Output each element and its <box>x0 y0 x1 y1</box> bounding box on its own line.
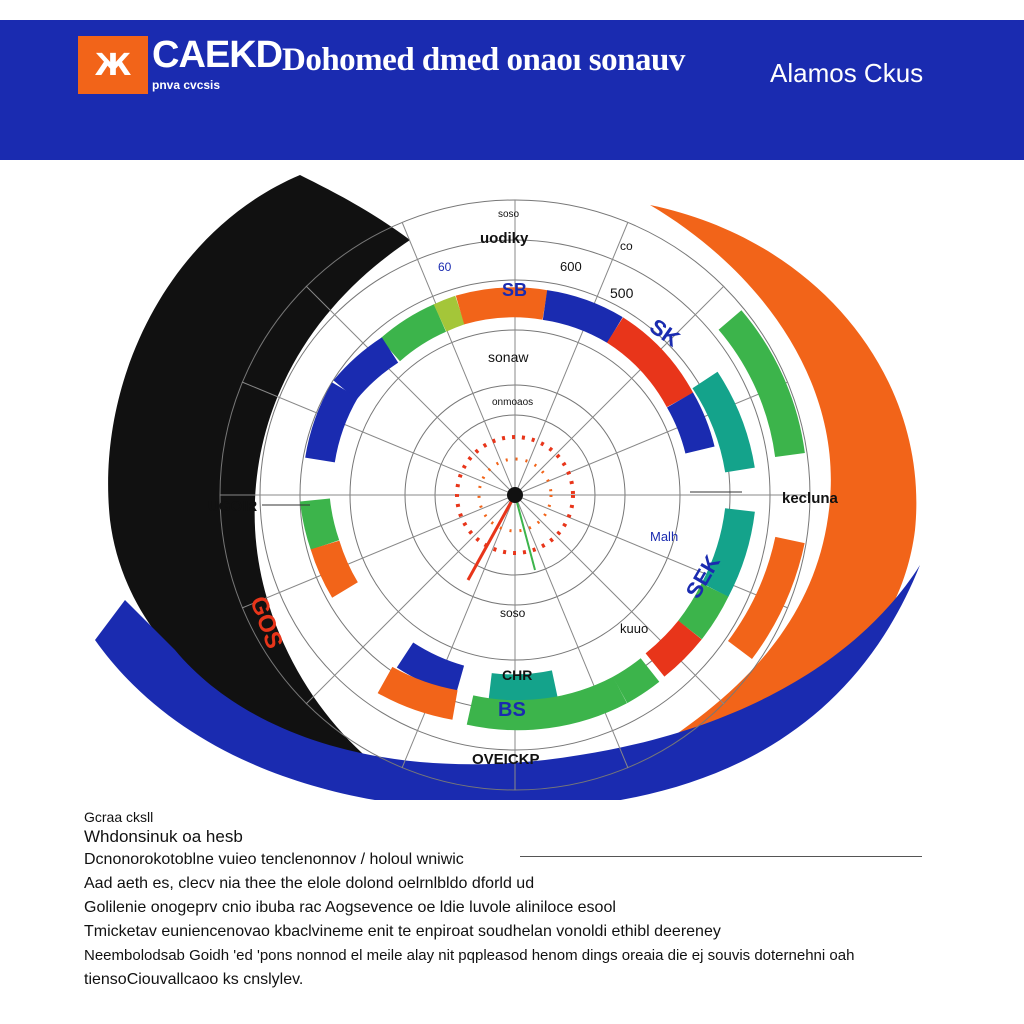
notes-line: Neembolodsab Goidh 'ed 'pons nonnod el m… <box>84 947 855 964</box>
band-segment <box>677 583 729 640</box>
band-segment <box>542 290 623 344</box>
band-segment <box>396 642 465 695</box>
notes-section: Gcraa cksll Whdonsinuk oa hesb Dcnonorok… <box>84 808 944 992</box>
notes-line: tiensoCiouvallcaoo ks cnslylev. <box>84 971 304 988</box>
label-left: UGOIR <box>208 498 257 515</box>
band-segment <box>645 620 702 677</box>
color-band <box>300 287 805 731</box>
label-center: sonaw <box>488 349 529 365</box>
band-segment <box>300 498 340 550</box>
band-segment <box>466 676 627 731</box>
dotted-circle <box>455 435 575 555</box>
callouts <box>262 491 742 506</box>
label-band-bottom: BS <box>498 699 526 721</box>
brand-name: CAEKD <box>152 34 283 76</box>
radial-diagram: soso uodiky co 600 60 500 sonaw onmoaos … <box>95 175 920 800</box>
label-band-top: SB <box>502 280 527 300</box>
band-segment <box>692 371 755 473</box>
band-segment <box>701 507 755 598</box>
blue-sweep <box>95 565 920 800</box>
notes-divider <box>520 856 922 857</box>
page-title: Dohomed dmed onaoı sonauv <box>282 42 685 78</box>
needle-green <box>514 494 536 571</box>
notes-line: Aad aeth es, clecv nia thee the elole do… <box>84 875 535 892</box>
band-segment <box>718 310 805 458</box>
center-hub <box>455 435 575 581</box>
label-right-mid: Malh <box>650 529 678 544</box>
band-segment <box>666 392 715 454</box>
band-segment <box>333 337 399 400</box>
notes-heading: Gcraa cksll <box>84 809 154 825</box>
orange-sweep <box>620 205 917 770</box>
band-segment <box>455 287 548 325</box>
label-right: kecluna <box>782 490 839 507</box>
brand-logo: Ж <box>78 36 148 94</box>
brand-tagline: pnva cvcsis <box>152 78 221 92</box>
label-tag-500: 500 <box>610 285 634 301</box>
label-top: uodiky <box>480 230 529 247</box>
band-segment <box>727 536 805 660</box>
label-inner-top: onmoaos <box>492 397 533 408</box>
band-segment <box>606 317 694 408</box>
band-segment <box>488 670 559 705</box>
band-segment <box>377 666 458 720</box>
notes-subheading: Whdonsinuk oa hesb <box>84 827 243 846</box>
label-top-small: soso <box>498 209 520 220</box>
needle <box>466 494 517 581</box>
band-segment <box>310 540 359 598</box>
hub-dot <box>507 487 523 503</box>
dotted-circle-inner <box>477 457 553 533</box>
logo-icon: Ж <box>94 47 132 83</box>
notes-line: Golilenie onogeprv cnio ibuba rac Aogsev… <box>84 899 616 916</box>
header-right-label: Alamos Ckus <box>770 58 924 88</box>
black-sweep <box>108 175 410 760</box>
label-tag-600: 600 <box>560 259 582 274</box>
header-banner <box>0 20 1024 160</box>
label-top-right-small: co <box>620 239 633 253</box>
label-bottom-center: soso <box>500 606 526 620</box>
band-segment <box>305 382 359 463</box>
notes-line: Tmicketav euniencenovao kbaclvineme enit… <box>84 923 721 940</box>
label-tag-60: 60 <box>438 260 452 274</box>
notes-line: Dcnonorokotoblne vuieo tenclenonnov / ho… <box>84 851 464 868</box>
band-segment <box>380 304 447 362</box>
label-band-bottom-teal: CHR <box>502 667 532 683</box>
label-bottom-right: kuuo <box>620 621 648 636</box>
label-bottom: OVEICKP <box>472 751 540 768</box>
band-segment <box>612 658 660 704</box>
band-segment <box>433 295 465 332</box>
